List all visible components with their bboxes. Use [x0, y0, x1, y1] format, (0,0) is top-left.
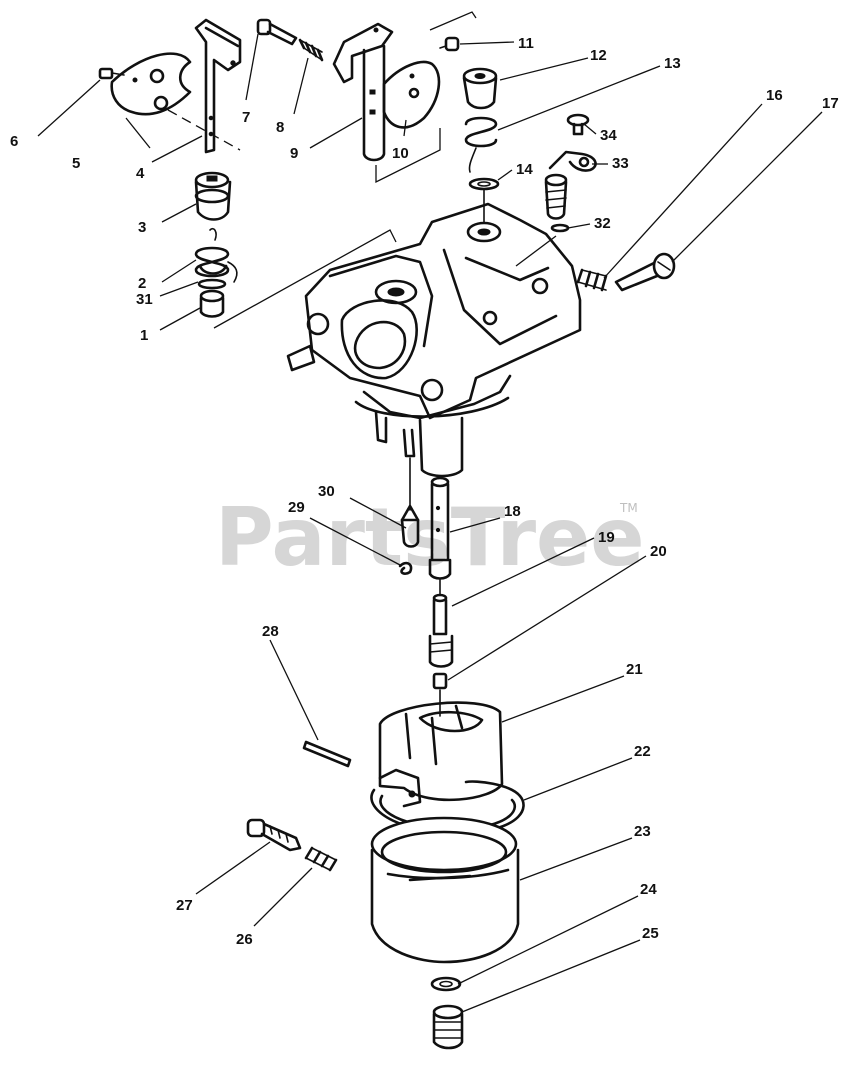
- part-4-throttle-shaft: [194, 18, 242, 154]
- part-3-bushing: [194, 171, 232, 221]
- callout-29: 29: [288, 499, 305, 516]
- part-1-bushing: [199, 289, 225, 318]
- part-6-screw: [98, 67, 125, 80]
- callout-5: 5: [72, 155, 80, 172]
- part-33-clip: [548, 150, 597, 172]
- part-28-pin: [302, 740, 352, 768]
- callout-4: 4: [136, 165, 145, 182]
- part-14-washer: [468, 177, 500, 191]
- part-11-screw: [439, 36, 460, 52]
- callout-23: 23: [634, 823, 651, 840]
- part-18-emulsion-tube: [428, 476, 452, 580]
- callout-20: 20: [650, 543, 667, 560]
- callout-2: 2: [138, 275, 146, 292]
- part-20-screw: [432, 672, 448, 690]
- callout-21: 21: [626, 661, 643, 678]
- part-10-choke-plate: [382, 60, 441, 129]
- part-25-bowl-nut: [432, 1004, 464, 1050]
- callout-33: 33: [612, 155, 629, 172]
- part-32-needle: [544, 173, 570, 233]
- part-34-screw: [566, 113, 590, 136]
- carburetor-body: [286, 202, 582, 511]
- callout-labels: 1 2 3 4 5 6 7 8 9 10 11 12 13 14 16 17 1…: [10, 35, 839, 948]
- callout-27: 27: [176, 897, 193, 914]
- callout-30: 30: [318, 483, 335, 500]
- callout-1: 1: [140, 327, 148, 344]
- part-7-screw: [256, 18, 298, 46]
- callout-19: 19: [598, 529, 615, 546]
- part-26-spring: [304, 846, 338, 872]
- callout-16: 16: [766, 87, 783, 104]
- part-13-spring: [464, 116, 498, 173]
- callout-32: 32: [594, 215, 611, 232]
- part-9-choke-shaft: [332, 22, 394, 162]
- part-27-screw: [246, 818, 302, 852]
- callout-3: 3: [138, 219, 146, 236]
- callout-25: 25: [642, 925, 659, 942]
- callout-14: 14: [516, 161, 533, 178]
- callout-8: 8: [276, 119, 284, 136]
- callout-28: 28: [262, 623, 279, 640]
- callout-6: 6: [10, 133, 18, 150]
- part-19-main-jet: [428, 593, 454, 668]
- leader-lines: [37, 33, 823, 1013]
- part-12-cap: [462, 67, 498, 110]
- callout-17: 17: [822, 95, 839, 112]
- part-23-float-bowl: [370, 816, 520, 964]
- part-16-spring: [576, 268, 608, 292]
- callout-26: 26: [236, 931, 253, 948]
- watermark-trademark: TM: [619, 501, 638, 515]
- part-30-needle: [400, 504, 420, 548]
- part-21-float: [378, 701, 504, 808]
- callout-18: 18: [504, 503, 521, 520]
- part-8-spring: [298, 38, 324, 62]
- callout-22: 22: [634, 743, 651, 760]
- callout-11: 11: [518, 35, 534, 52]
- callout-10: 10: [392, 145, 409, 162]
- callout-31: 31: [136, 291, 153, 308]
- part-17-screw: [614, 252, 676, 292]
- part-31-seal: [197, 278, 227, 290]
- callout-7: 7: [242, 109, 250, 126]
- part-2-spring: [194, 227, 238, 283]
- callout-9: 9: [290, 145, 298, 162]
- callout-24: 24: [640, 881, 657, 898]
- part-5-throttle-plate: [110, 52, 192, 116]
- callout-34: 34: [600, 127, 617, 144]
- part-29-clip: [398, 561, 413, 575]
- callout-13: 13: [664, 55, 681, 72]
- callout-12: 12: [590, 47, 607, 64]
- part-24-washer: [430, 976, 462, 992]
